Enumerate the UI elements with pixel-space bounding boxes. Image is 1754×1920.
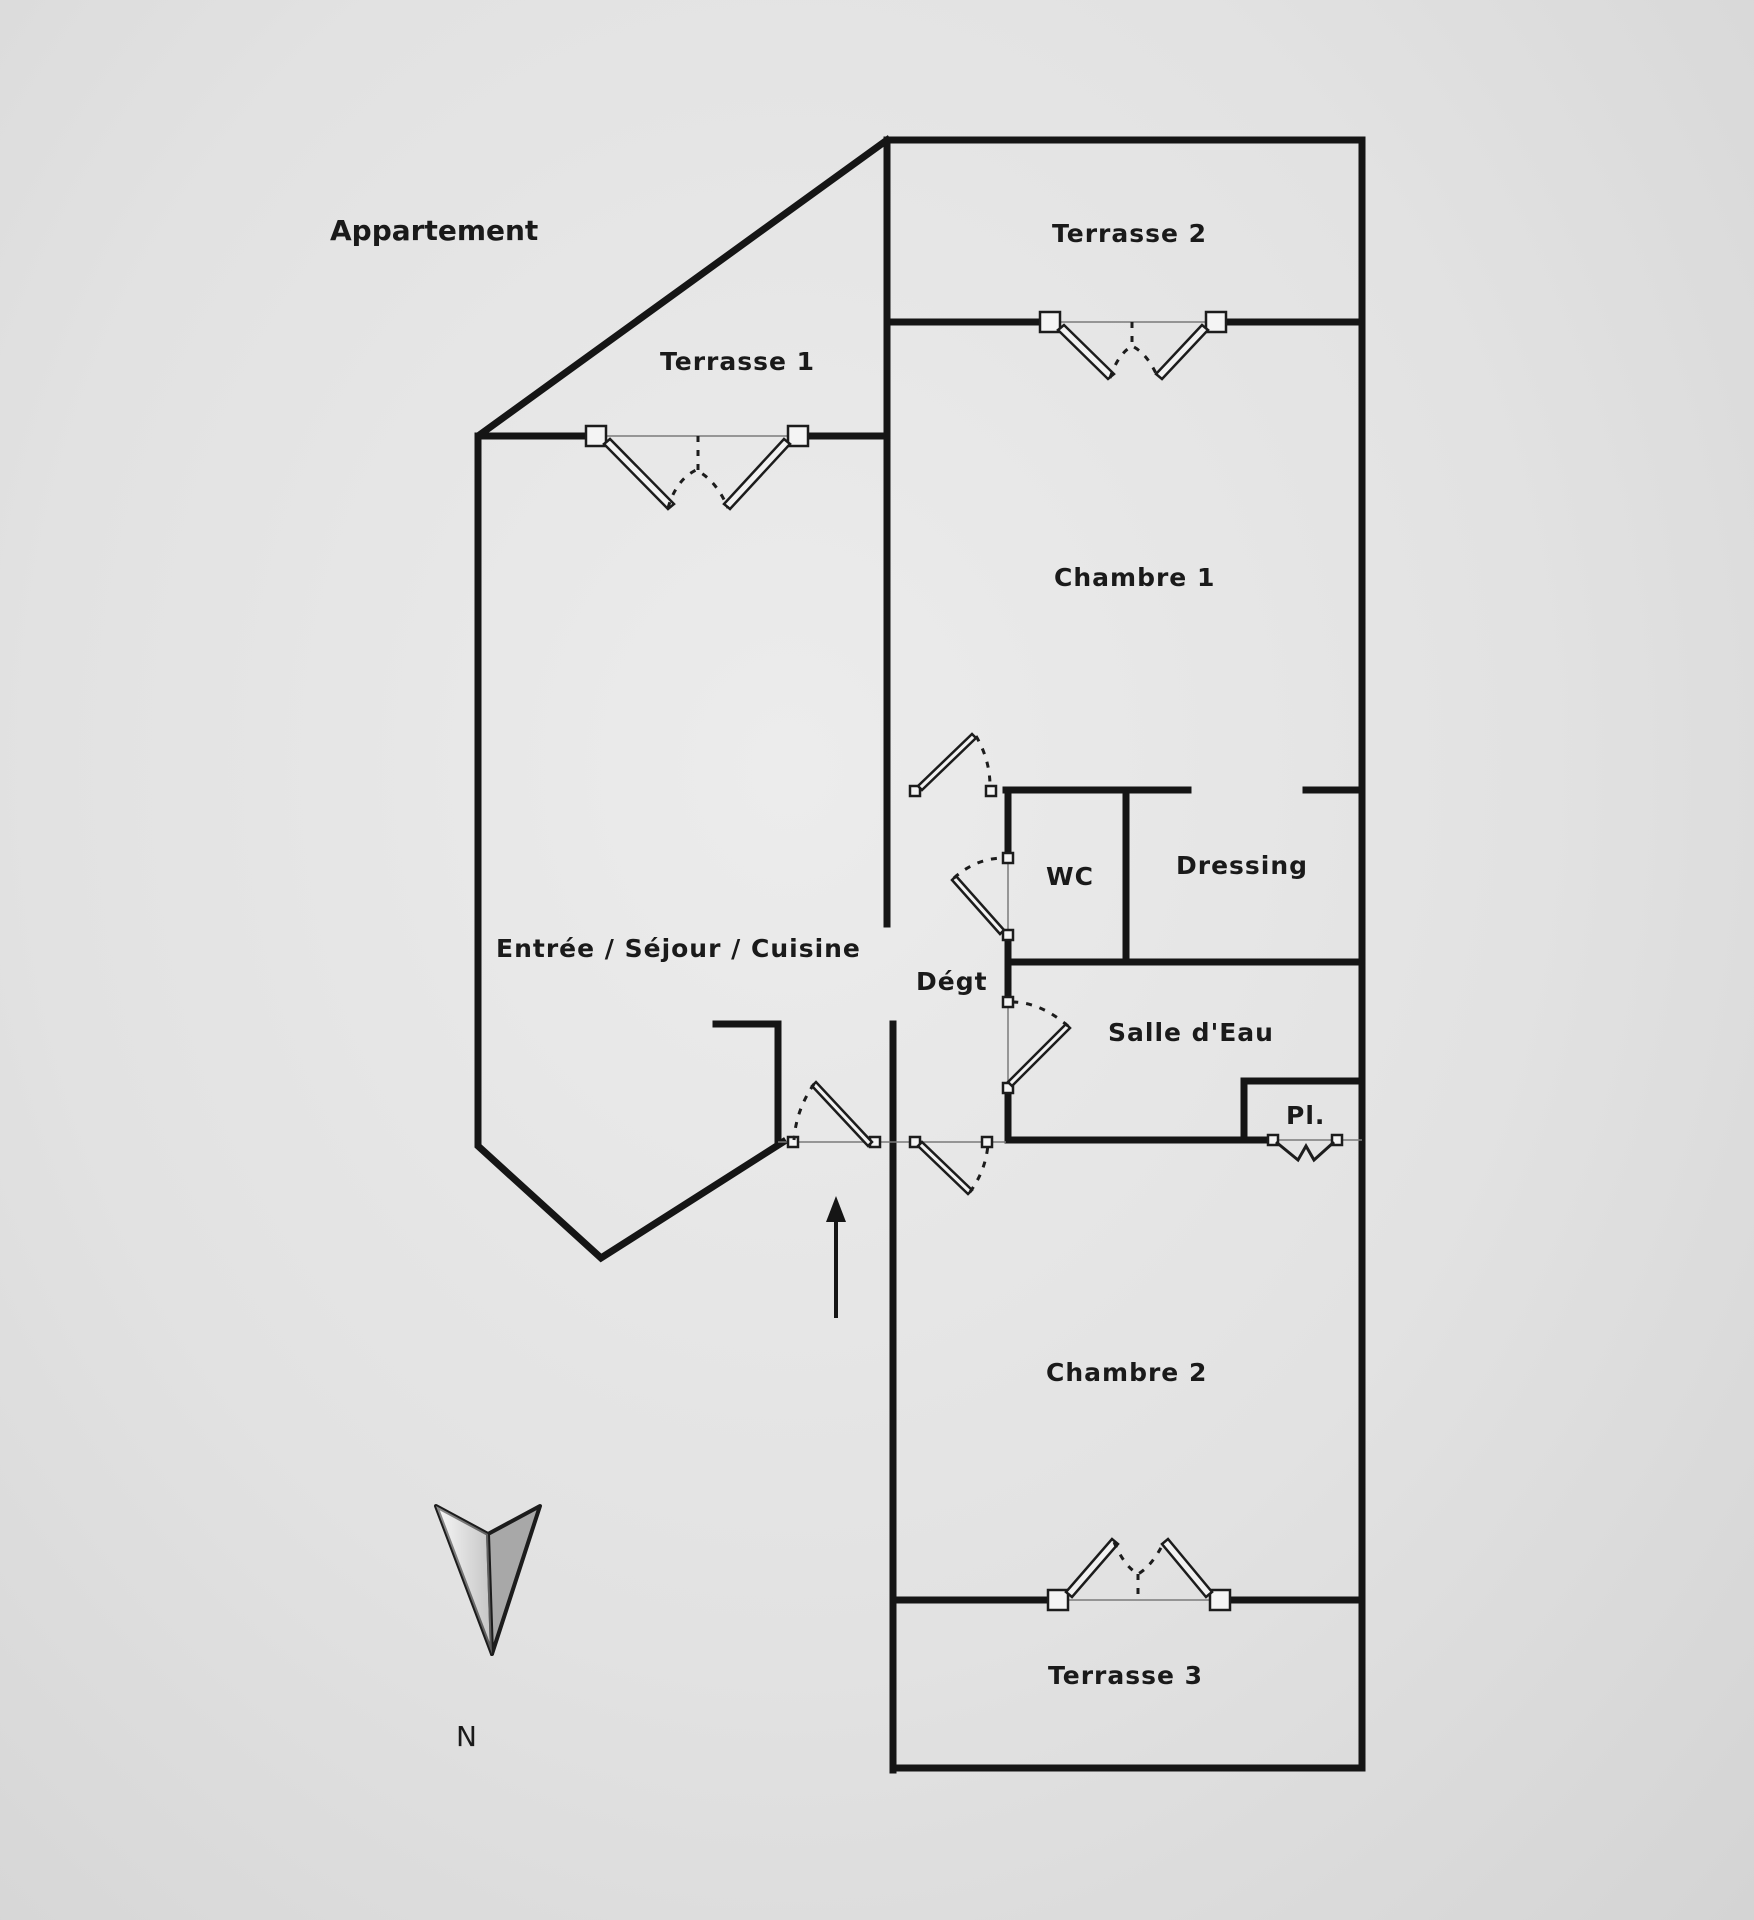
kitchen-counter [712, 1020, 782, 1144]
door-terrasse-1[interactable] [584, 424, 810, 511]
door-wc[interactable] [950, 851, 1015, 942]
plan-title: Appartement [330, 214, 538, 247]
door-chambre-2[interactable] [908, 1135, 994, 1196]
door-chambre-1[interactable] [908, 732, 998, 798]
north-arrow-icon [434, 1504, 542, 1656]
door-terrasse-2[interactable] [1038, 310, 1228, 381]
wall-living-outline [474, 135, 892, 1263]
room-label-terrasse-2: Terrasse 2 [1052, 219, 1207, 248]
door-terrasse-3[interactable] [1046, 1537, 1232, 1612]
room-label-terrasse-3: Terrasse 3 [1048, 1661, 1203, 1690]
room-label-chambre-1: Chambre 1 [1054, 563, 1215, 592]
door-entrance[interactable] [786, 1080, 882, 1149]
walls [474, 135, 1366, 1774]
room-label-degt: Dégt [916, 967, 988, 996]
door-salle-eau[interactable] [1001, 995, 1072, 1095]
wall-right-outline [883, 136, 1366, 1772]
compass-label: N [456, 1720, 477, 1753]
room-label-sejour: Entrée / Séjour / Cuisine [496, 934, 861, 963]
room-label-salle-eau: Salle d'Eau [1108, 1018, 1274, 1047]
door-placard[interactable] [1266, 1133, 1344, 1163]
room-label-terrasse-1: Terrasse 1 [660, 347, 815, 376]
room-label-chambre-2: Chambre 2 [1046, 1358, 1207, 1387]
entrance-arrow-icon [826, 1196, 846, 1318]
room-label-placard: Pl. [1286, 1101, 1325, 1130]
room-label-dressing: Dressing [1176, 851, 1308, 880]
wall-placard [1240, 1077, 1366, 1144]
room-label-wc: WC [1046, 862, 1094, 891]
